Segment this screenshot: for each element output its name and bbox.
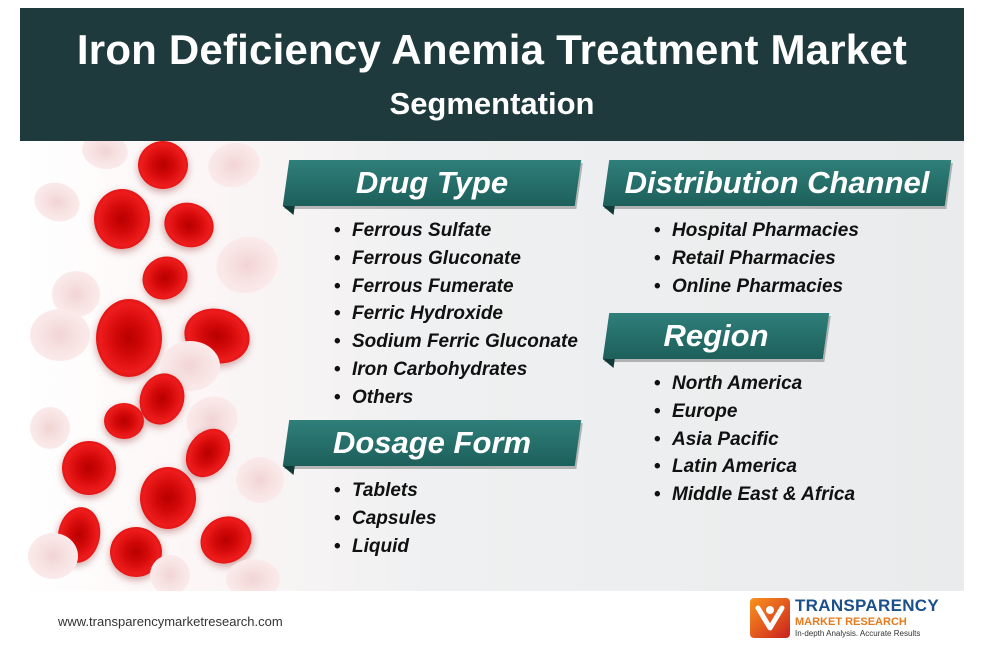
blood-cell-icon xyxy=(150,555,190,591)
list-item: •Capsules xyxy=(334,505,578,533)
blood-cell-icon xyxy=(30,309,90,361)
logo-mark-icon xyxy=(750,598,790,638)
list-item: •Others xyxy=(334,384,578,412)
list-item: •Iron Carbohydrates xyxy=(334,356,578,384)
list-item: •Retail Pharmacies xyxy=(654,245,948,273)
segment-heading-drug-type: Drug Type xyxy=(282,160,582,206)
list-item: •Latin America xyxy=(654,453,826,481)
company-logo: TRANSPARENCY MARKET RESEARCH In-depth An… xyxy=(750,596,940,642)
list-item: •Ferrous Fumerate xyxy=(334,273,578,301)
list-item: •Europe xyxy=(654,398,826,426)
blood-cell-icon xyxy=(62,441,116,495)
blood-cell-icon xyxy=(236,457,284,503)
list-item: •Tablets xyxy=(334,477,578,505)
logo-name: TRANSPARENCY xyxy=(795,596,940,615)
blood-cell-icon xyxy=(104,403,144,439)
list-item: •Ferric Hydroxide xyxy=(334,300,578,328)
segment-heading-distribution-channel: Distribution Channel xyxy=(602,160,952,206)
segment-dosage-form: Dosage Form •Tablets •Capsules •Liquid xyxy=(282,420,582,561)
list-item: •Sodium Ferric Gluconate xyxy=(334,328,578,356)
bullet-icon: • xyxy=(334,275,341,297)
logo-tagline: In-depth Analysis. Accurate Results xyxy=(795,629,921,638)
bullet-icon: • xyxy=(334,535,341,557)
bullet-icon: • xyxy=(654,400,661,422)
segment-heading-dosage-form: Dosage Form xyxy=(282,420,582,466)
blood-cell-icon xyxy=(140,467,196,529)
blood-cell-icon xyxy=(28,533,78,579)
blood-cell-icon xyxy=(203,141,265,193)
blood-cell-icon xyxy=(94,189,150,249)
blood-cell-icon xyxy=(138,141,188,189)
bullet-icon: • xyxy=(654,220,661,241)
list-item: •Asia Pacific xyxy=(654,426,826,454)
bullet-icon: • xyxy=(654,428,661,450)
blood-cell-icon xyxy=(208,228,286,302)
bullet-icon: • xyxy=(334,507,341,529)
segment-distribution-channel: Distribution Channel •Hospital Pharmacie… xyxy=(602,160,952,301)
bullet-icon: • xyxy=(334,386,341,408)
blood-cell-icon xyxy=(226,559,280,591)
bullet-icon: • xyxy=(654,456,661,478)
segment-drug-type: Drug Type •Ferrous Sulfate •Ferrous Gluc… xyxy=(282,160,582,412)
blood-cell-icon xyxy=(79,141,131,173)
segment-heading-region: Region xyxy=(602,313,830,359)
bullet-icon: • xyxy=(334,331,341,353)
blood-cells-illustration xyxy=(20,141,290,591)
segmentation-panel: Drug Type •Ferrous Sulfate •Ferrous Gluc… xyxy=(20,141,964,591)
bullet-icon: • xyxy=(334,220,341,241)
blood-cell-icon xyxy=(96,299,162,377)
blood-cell-icon xyxy=(28,176,86,228)
list-item: •North America xyxy=(654,370,826,398)
segment-region: Region •North America •Europe •Asia Paci… xyxy=(602,313,855,509)
blood-cell-icon xyxy=(157,195,221,255)
blood-cell-icon xyxy=(30,407,70,449)
bullet-icon: • xyxy=(334,358,341,380)
bullet-icon: • xyxy=(334,303,341,325)
bullet-icon: • xyxy=(654,275,661,297)
list-item: •Ferrous Sulfate xyxy=(334,217,578,245)
list-item: •Ferrous Gluconate xyxy=(334,245,578,273)
list-item: •Middle East & Africa xyxy=(654,481,855,509)
bullet-icon: • xyxy=(654,484,661,506)
list-item: •Liquid xyxy=(334,533,578,561)
logo-subtitle: MARKET RESEARCH xyxy=(795,616,907,628)
website-url[interactable]: www.transparencymarketresearch.com xyxy=(58,614,283,629)
bullet-icon: • xyxy=(334,247,341,269)
list-item: •Hospital Pharmacies xyxy=(654,217,948,245)
bullet-icon: • xyxy=(654,373,661,394)
page-title: Iron Deficiency Anemia Treatment Market xyxy=(76,26,908,73)
list-item: •Online Pharmacies xyxy=(654,273,948,301)
blood-cell-icon xyxy=(134,248,196,308)
page-subtitle: Segmentation xyxy=(389,86,595,121)
bullet-icon: • xyxy=(334,480,341,501)
bullet-icon: • xyxy=(654,247,661,269)
header-band: Iron Deficiency Anemia Treatment Market … xyxy=(20,8,964,141)
